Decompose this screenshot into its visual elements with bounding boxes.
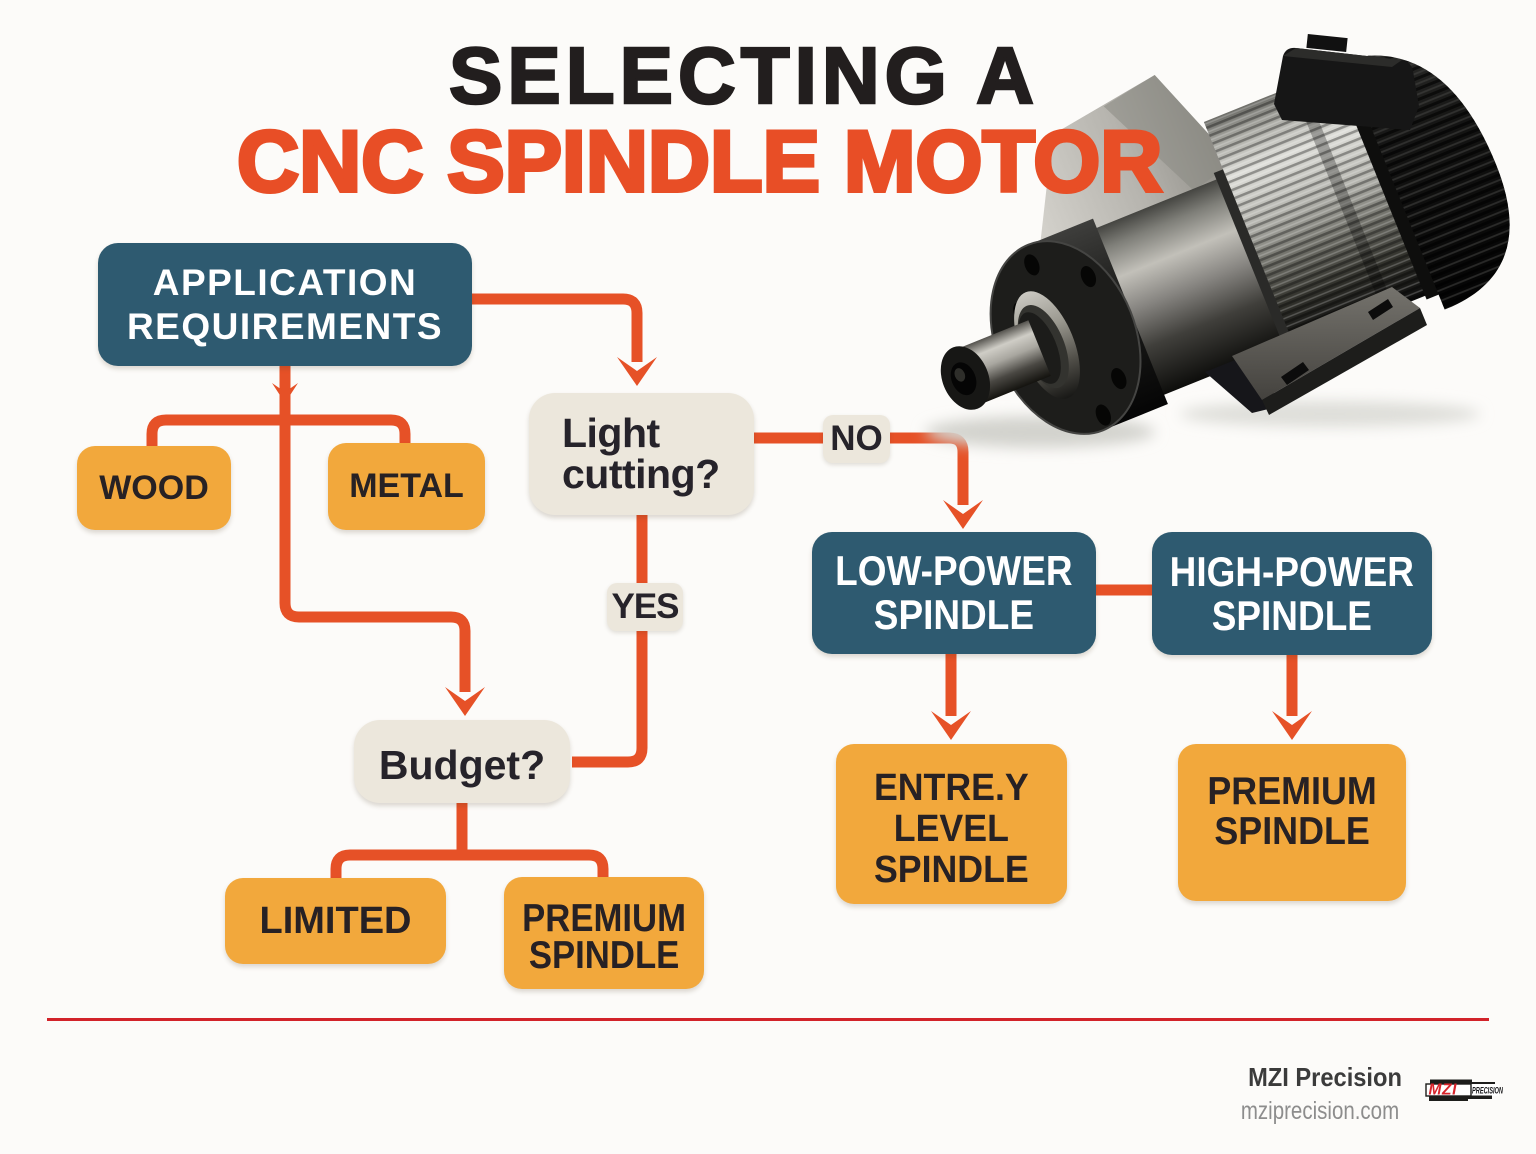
- svg-text:PRECISION: PRECISION: [1472, 1086, 1503, 1096]
- svg-text:MZI: MZI: [1429, 1082, 1458, 1099]
